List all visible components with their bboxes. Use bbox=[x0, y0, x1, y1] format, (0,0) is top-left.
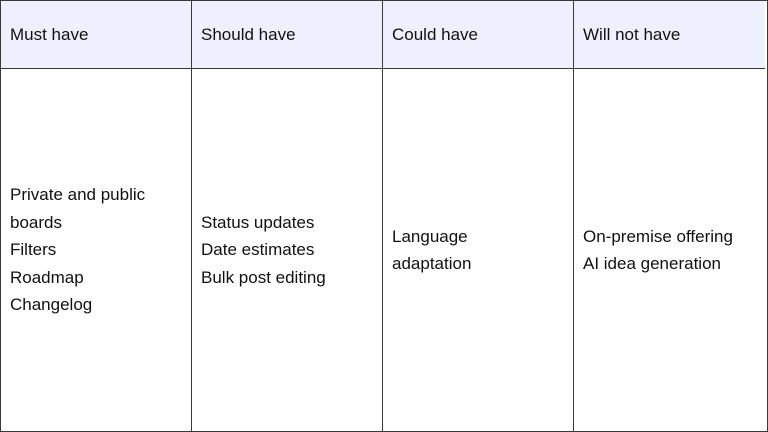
must-have-list: Private and public boards Filters Roadma… bbox=[10, 181, 145, 319]
header-must-have: Must have bbox=[1, 1, 192, 69]
header-label: Could have bbox=[392, 24, 479, 44]
list-item: adaptation bbox=[392, 254, 472, 273]
list-item: Bulk post editing bbox=[201, 267, 326, 287]
must-have-cell: Private and public boards Filters Roadma… bbox=[1, 69, 192, 431]
will-not-have-list: On-premise offering AI idea generation bbox=[583, 223, 733, 278]
should-have-list: Status updates Date estimates Bulk post … bbox=[201, 209, 326, 292]
list-item: Language bbox=[392, 226, 468, 246]
could-have-list: Language adaptation bbox=[392, 223, 471, 278]
list-item: Filters bbox=[10, 240, 57, 260]
list-item: On-premise offering bbox=[583, 226, 733, 246]
header-should-have: Should have bbox=[192, 1, 383, 69]
header-label: Must have bbox=[10, 24, 89, 44]
will-not-have-cell: On-premise offering AI idea generation bbox=[574, 69, 765, 431]
list-item: Roadmap bbox=[10, 267, 84, 287]
could-have-cell: Language adaptation bbox=[383, 69, 574, 431]
header-label: Will not have bbox=[583, 24, 681, 44]
list-item: boards bbox=[10, 212, 62, 232]
header-could-have: Could have bbox=[383, 1, 574, 69]
list-item: Status updates bbox=[201, 212, 315, 232]
list-item: Changelog bbox=[10, 295, 93, 315]
list-item: Date estimates bbox=[201, 240, 315, 260]
header-label: Should have bbox=[201, 24, 296, 44]
list-item: Private and public bbox=[10, 185, 146, 205]
header-will-not-have: Will not have bbox=[574, 1, 765, 69]
list-item: AI idea generation bbox=[583, 254, 721, 273]
should-have-cell: Status updates Date estimates Bulk post … bbox=[192, 69, 383, 431]
